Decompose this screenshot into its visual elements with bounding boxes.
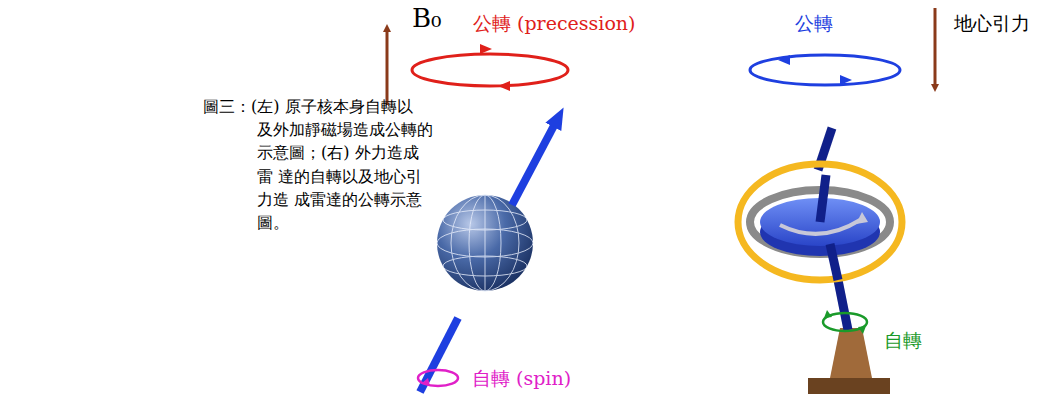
field-label: B₀ bbox=[412, 4, 442, 34]
nucleus-sphere bbox=[437, 195, 533, 291]
gyro-stand bbox=[830, 328, 872, 378]
gyro-base bbox=[808, 378, 890, 394]
gyro-ring bbox=[738, 164, 902, 280]
spin-orbit bbox=[418, 370, 458, 386]
spin-label: 自轉 bbox=[884, 330, 922, 352]
precession-label: 公轉 (precession) bbox=[473, 13, 636, 35]
gravity-arrow bbox=[934, 8, 937, 88]
precession-orbit bbox=[412, 54, 568, 86]
precession-orbit bbox=[750, 55, 900, 85]
precession-label: 公轉 bbox=[795, 13, 833, 35]
field-arrow bbox=[386, 28, 389, 105]
figure-caption: 圖三：(左) 原子核本身自轉以 及外加靜磁場造成公轉的 示意圖；(右) 外力造成… bbox=[203, 95, 433, 234]
spin-label: 自轉 (spin) bbox=[472, 368, 571, 390]
spin-axis bbox=[420, 318, 458, 392]
gravity-label: 地心引力 bbox=[954, 13, 1030, 35]
